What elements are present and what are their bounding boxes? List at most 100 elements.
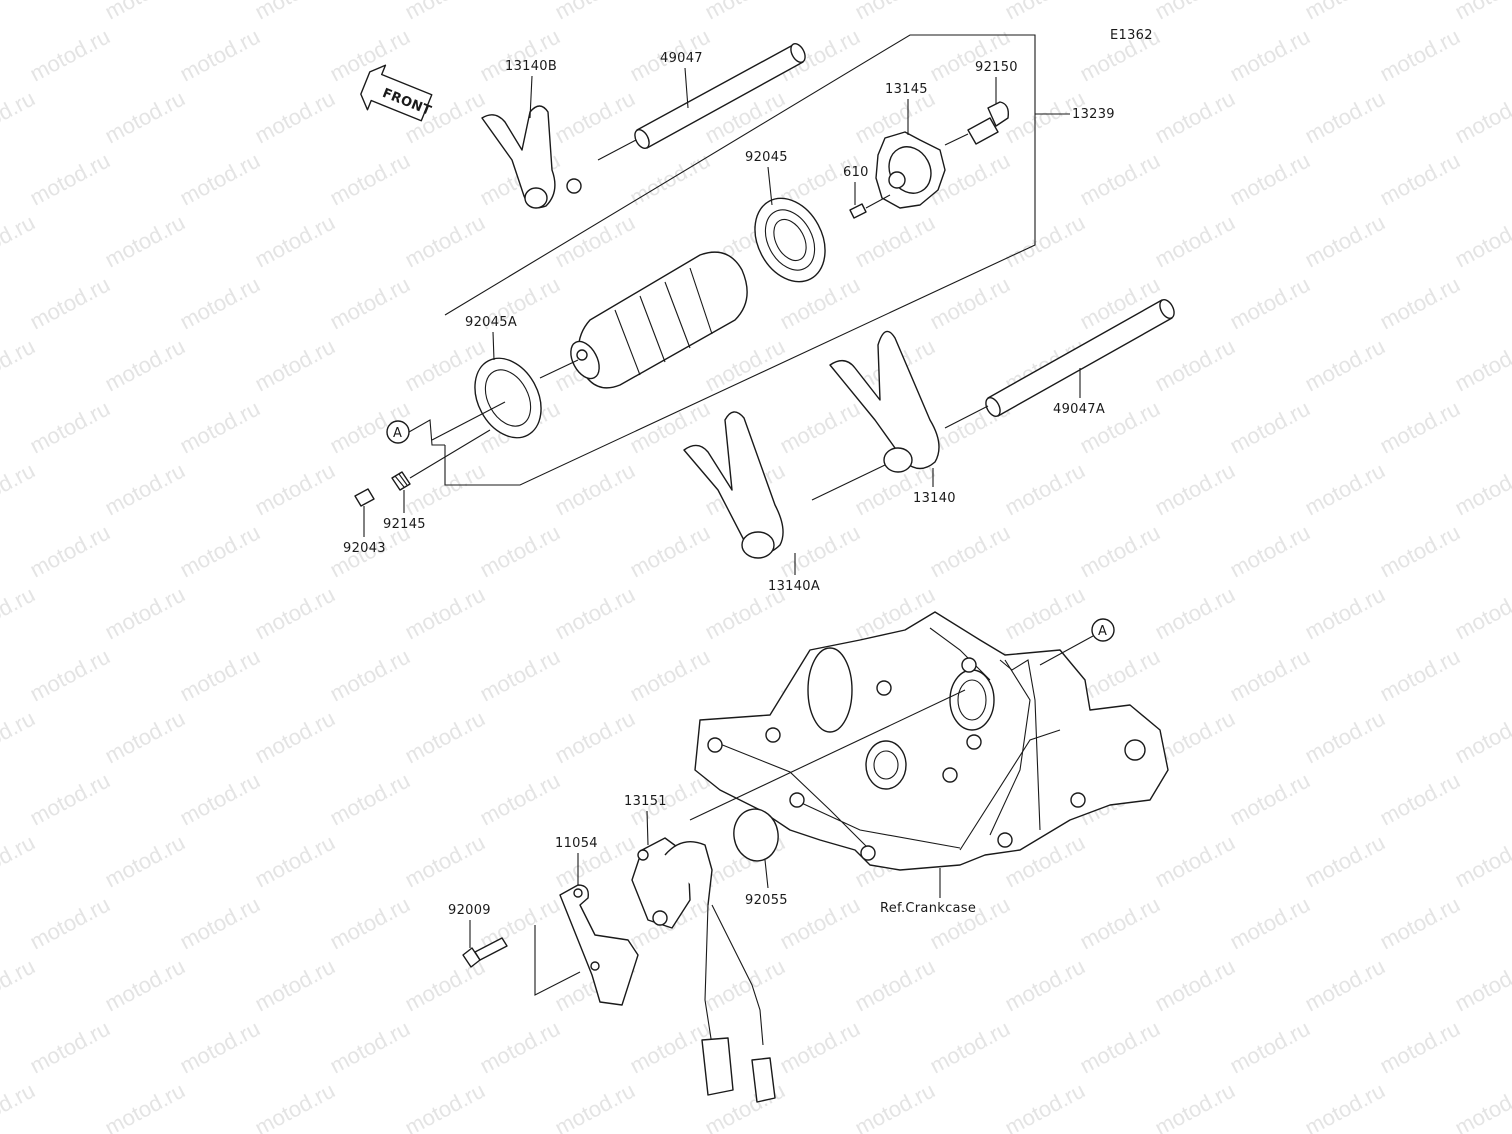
label-13145: 13145 <box>885 82 928 97</box>
watermark-text: motod.ru <box>1151 582 1239 645</box>
watermark-text: motod.ru <box>1151 210 1239 273</box>
watermark-text: motod.ru <box>701 334 789 397</box>
watermark-text: motod.ru <box>1151 830 1239 893</box>
watermark-text: motod.ru <box>1001 210 1089 273</box>
watermark-text: motod.ru <box>1226 1016 1314 1079</box>
watermark-text: motod.ru <box>1001 0 1089 24</box>
bolt-92009 <box>462 937 508 968</box>
watermark-text: motod.ru <box>101 0 189 24</box>
pin-610 <box>849 194 891 219</box>
watermark-text: motod.ru <box>701 0 789 24</box>
label-ref-crankcase: Ref.Crankcase <box>880 901 976 916</box>
label-92150: 92150 <box>975 60 1018 75</box>
bolt-92150 <box>944 101 1010 146</box>
watermark-text: motod.ru <box>26 396 114 459</box>
watermark-text: motod.ru <box>1301 830 1389 893</box>
watermark-text: motod.ru <box>176 24 264 87</box>
label-610: 610 <box>843 165 869 180</box>
watermark-text: motod.ru <box>1376 148 1464 211</box>
watermark-text: motod.ru <box>326 148 414 211</box>
bearing-92045 <box>754 197 826 283</box>
watermark-text: motod.ru <box>1451 458 1512 521</box>
shift-fork-13140b <box>481 105 582 209</box>
watermark-text: motod.ru <box>101 706 189 769</box>
watermark-text: motod.ru <box>401 0 489 24</box>
watermark-text: motod.ru <box>26 892 114 955</box>
watermark-text: motod.ru <box>26 1016 114 1079</box>
watermark-text: motod.ru <box>926 24 1014 87</box>
shift-fork-13140a <box>683 411 886 559</box>
watermark-text: motod.ru <box>551 706 639 769</box>
watermark-text: motod.ru <box>401 830 489 893</box>
watermark-text: motod.ru <box>626 520 714 583</box>
watermark-text: motod.ru <box>551 458 639 521</box>
watermark-text: motod.ru <box>326 768 414 831</box>
watermark-text: motod.ru <box>926 272 1014 335</box>
watermark-text: motod.ru <box>26 24 114 87</box>
watermark-text: motod.ru <box>326 644 414 707</box>
watermark-text: motod.ru <box>1226 272 1314 335</box>
spring-92145 <box>391 429 491 491</box>
watermark-text: motod.ru <box>1076 520 1164 583</box>
watermark-text: motod.ru <box>251 582 339 645</box>
watermark-text: motod.ru <box>1076 1016 1164 1079</box>
diagram-code: E1362 <box>1110 28 1153 43</box>
watermark-text: motod.ru <box>1226 892 1314 955</box>
watermark-text: motod.ru <box>401 1078 489 1134</box>
bearing-92045a <box>431 357 542 441</box>
watermark-text: motod.ru <box>251 1078 339 1134</box>
label-13140a: 13140A <box>768 579 820 594</box>
watermark-text: motod.ru <box>401 210 489 273</box>
label-11054: 11054 <box>555 836 598 851</box>
watermark-text: motod.ru <box>551 210 639 273</box>
watermark-text: motod.ru <box>1376 892 1464 955</box>
watermark-text: motod.ru <box>0 706 39 769</box>
watermark-text: motod.ru <box>101 954 189 1017</box>
watermark-text: motod.ru <box>476 644 564 707</box>
watermark-text: motod.ru <box>851 210 939 273</box>
watermark-text: motod.ru <box>251 706 339 769</box>
watermark-text: motod.ru <box>1301 334 1389 397</box>
watermark-text: motod.ru <box>776 892 864 955</box>
watermark-text: motod.ru <box>776 520 864 583</box>
label-13151: 13151 <box>624 794 667 809</box>
watermark-text: motod.ru <box>1301 86 1389 149</box>
watermark-text: motod.ru <box>176 520 264 583</box>
watermark-text: motod.ru <box>776 1016 864 1079</box>
watermark-text: motod.ru <box>1451 334 1512 397</box>
watermark-text: motod.ru <box>776 272 864 335</box>
part-labels: 13140B 49047 92045 13145 92150 13239 610… <box>343 51 1115 948</box>
watermark-text: motod.ru <box>1226 148 1314 211</box>
watermark-text: motod.ru <box>0 954 39 1017</box>
watermark-text: motod.ru <box>401 582 489 645</box>
watermark-text: motod.ru <box>176 272 264 335</box>
label-92055: 92055 <box>745 893 788 908</box>
watermark-text: motod.ru <box>926 520 1014 583</box>
watermark-text: motod.ru <box>1451 830 1512 893</box>
watermark-text: motod.ru <box>1226 644 1314 707</box>
watermark-text: motod.ru <box>626 1016 714 1079</box>
watermark-text: motod.ru <box>0 830 39 893</box>
watermark-text: motod.ru <box>101 458 189 521</box>
watermark-text: motod.ru <box>26 148 114 211</box>
watermark-text: motod.ru <box>476 520 564 583</box>
watermark-text: motod.ru <box>1076 892 1164 955</box>
watermark-text: motod.ru <box>251 830 339 893</box>
watermark-text: motod.ru <box>0 210 39 273</box>
o-ring-92055 <box>733 808 779 862</box>
detent-pin-92043 <box>354 488 375 507</box>
watermark-text: motod.ru <box>1451 0 1512 24</box>
watermark-text: motod.ru <box>1151 458 1239 521</box>
watermark-text: motod.ru <box>101 582 189 645</box>
watermark-text: motod.ru <box>101 830 189 893</box>
watermark-text: motod.ru <box>701 954 789 1017</box>
watermark-text: motod.ru <box>851 1078 939 1134</box>
shift-fork-13140 <box>829 330 940 473</box>
reference-a-callout-top: A <box>386 419 445 446</box>
watermark-text: motod.ru <box>0 86 39 149</box>
watermark-text: motod.ru <box>1451 1078 1512 1134</box>
watermark-text: motod.ru <box>1151 334 1239 397</box>
watermark-text: motod.ru <box>1151 1078 1239 1134</box>
watermark-text: motod.ru <box>1451 86 1512 149</box>
